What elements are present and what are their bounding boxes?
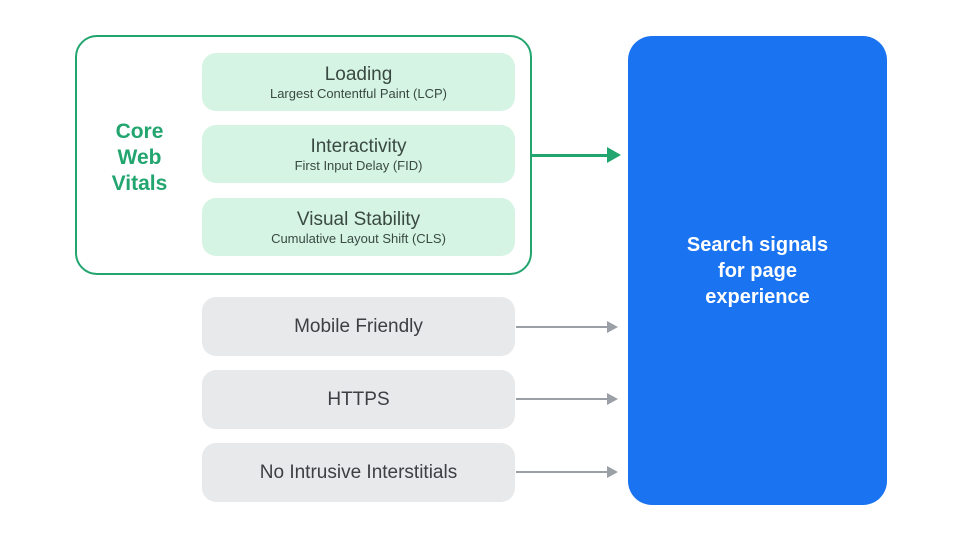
arrow-interstitials-to-result (516, 466, 618, 478)
signal-box-mobile-friendly: Mobile Friendly (202, 297, 515, 356)
arrow-head-icon (607, 393, 618, 405)
vital-subtitle-fid: First Input Delay (FID) (294, 157, 423, 173)
vital-title-loading: Loading (324, 63, 393, 85)
vital-box-visual-stability: Visual Stability Cumulative Layout Shift… (202, 198, 515, 256)
arrow-core-web-vitals-to-result (531, 147, 621, 163)
vital-title-interactivity: Interactivity (310, 135, 407, 157)
arrow-https-to-result (516, 393, 618, 405)
arrow-shaft (516, 471, 607, 473)
vital-box-loading: Loading Largest Contentful Paint (LCP) (202, 53, 515, 111)
vital-subtitle-cls: Cumulative Layout Shift (CLS) (271, 230, 446, 246)
core-web-vitals-label: Core Web Vitals (111, 120, 168, 195)
signal-label-no-intrusive-interstitials: No Intrusive Interstitials (259, 461, 458, 483)
vital-box-interactivity: Interactivity First Input Delay (FID) (202, 125, 515, 183)
signal-label-https: HTTPS (327, 388, 390, 410)
core-web-vitals-group: Core Web Vitals Loading Largest Contentf… (75, 35, 532, 275)
arrow-mobile-friendly-to-result (516, 321, 618, 333)
arrow-head-icon (607, 147, 621, 163)
signal-label-mobile-friendly: Mobile Friendly (294, 315, 423, 337)
search-signals-label: Search signals for page experience (686, 233, 829, 308)
arrow-head-icon (607, 466, 618, 478)
signal-box-https: HTTPS (202, 370, 515, 429)
arrow-shaft (516, 326, 607, 328)
search-signals-box: Search signals for page experience (628, 36, 887, 505)
vital-title-visual-stability: Visual Stability (296, 208, 421, 230)
vital-subtitle-lcp: Largest Contentful Paint (LCP) (269, 85, 448, 101)
arrow-shaft (531, 153, 607, 157)
signal-box-no-intrusive-interstitials: No Intrusive Interstitials (202, 443, 515, 502)
arrow-head-icon (607, 321, 618, 333)
arrow-shaft (516, 398, 607, 400)
